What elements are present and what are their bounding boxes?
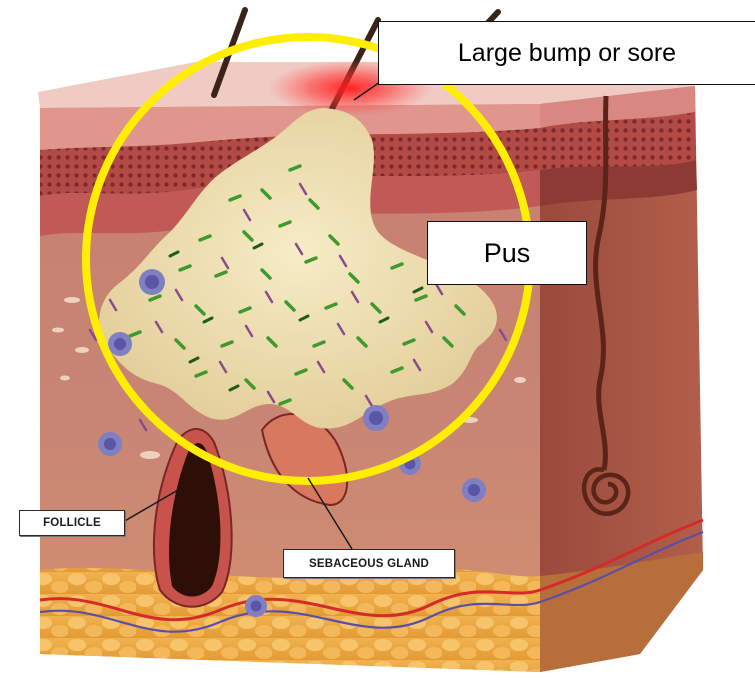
- follicle-label: FOLLICLE: [19, 510, 125, 536]
- sebaceous-gland-label: SEBACEOUS GLAND: [283, 549, 455, 578]
- pus-label: Pus: [427, 221, 587, 285]
- bump-label: Large bump or sore: [378, 21, 755, 85]
